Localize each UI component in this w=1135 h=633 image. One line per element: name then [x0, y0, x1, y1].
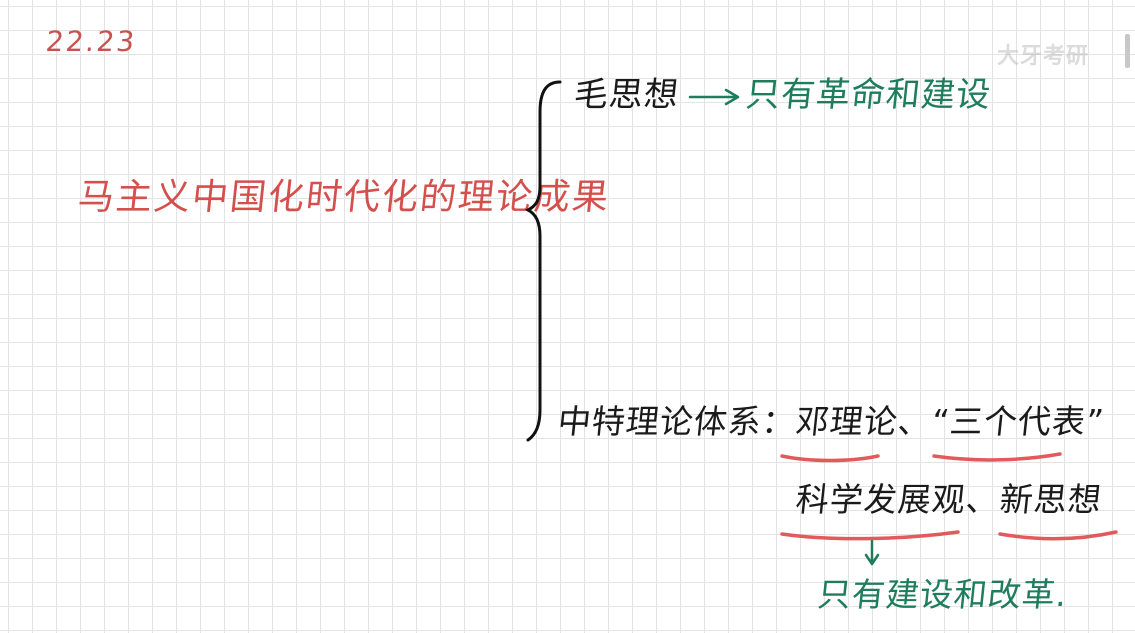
- underline-xinsixiang: [998, 530, 1118, 541]
- arrow-down-icon: [864, 539, 880, 566]
- branch-theory-system: 中特理论体系：邓理论、“三个代表”: [555, 402, 1107, 441]
- underline-sangedaibiao: [932, 452, 1062, 462]
- underline-kexue: [780, 530, 960, 541]
- watermark-logo: 大牙考研: [997, 44, 1090, 69]
- curly-brace: [524, 80, 562, 442]
- arrow-right-icon: [688, 88, 740, 106]
- branch-mao-result: 只有革命和建设: [743, 75, 994, 115]
- underline-deng: [780, 454, 880, 463]
- branch-theory-result: 只有建设和改革.: [815, 575, 1070, 614]
- scroll-indicator: [1125, 34, 1130, 68]
- branch-mao-thought: 毛思想: [571, 75, 682, 115]
- branch-theory-system-continued: 科学发展观、新思想: [793, 480, 1105, 519]
